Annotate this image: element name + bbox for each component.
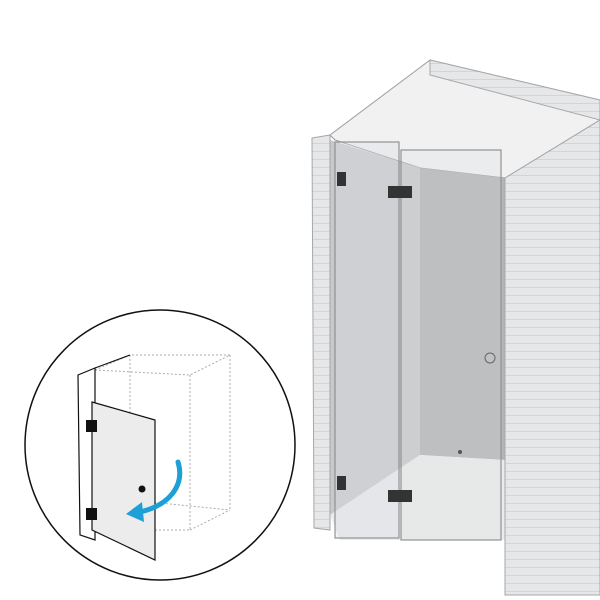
- handle-icon: [138, 485, 146, 493]
- floor-drain: [458, 450, 462, 454]
- handle-icon: [484, 352, 496, 364]
- right-wall-top-edge: [429, 59, 600, 121]
- door-open-arrow-icon: [137, 459, 183, 515]
- hinge-icon: [388, 490, 412, 502]
- left-wall: [311, 134, 331, 531]
- shower-niche: [311, 59, 600, 596]
- hinge-icon: [86, 508, 97, 520]
- right-wall-front: [504, 119, 600, 596]
- fixed-glass-panel: [334, 141, 400, 539]
- door-opening-inset: [24, 309, 296, 581]
- hinge-icon: [337, 476, 346, 490]
- shower-floor: [330, 455, 505, 540]
- left-inner-wall: [330, 140, 420, 515]
- hinge-icon: [337, 172, 346, 186]
- hinge-icon: [86, 420, 97, 432]
- inset-door: [91, 401, 156, 561]
- hinged-glass-door[interactable]: [400, 149, 502, 541]
- back-wall: [420, 168, 505, 460]
- hinge-icon: [388, 186, 412, 198]
